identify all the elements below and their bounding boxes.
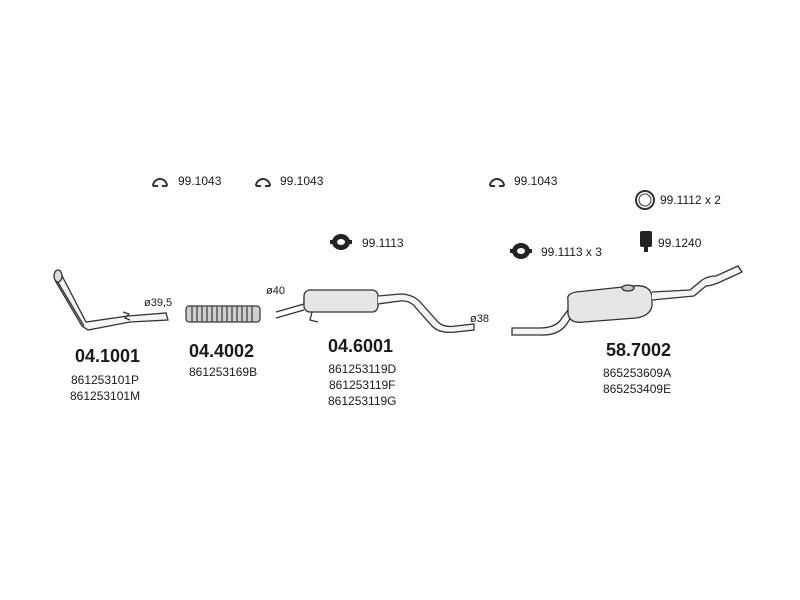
rear-silencer-drawing — [511, 265, 743, 336]
hardware-code-clamp-2: 99.1043 — [280, 174, 324, 188]
hardware-code-ring: 99.1112 x 2 — [660, 193, 721, 207]
oem-number: 861253119G — [328, 394, 397, 408]
oem-number: 861253119D — [328, 362, 397, 376]
hardware-code-mount-1: 99.1113 — [362, 236, 404, 250]
oem-list-front-pipe: 861253101P 861253101M — [70, 372, 140, 404]
clamp-icon — [489, 178, 505, 187]
hardware-code-mount-2: 99.1113 x 3 — [541, 245, 602, 259]
front-pipe-drawing — [53, 269, 169, 331]
oem-number: 861253169B — [189, 365, 258, 379]
ring-icon — [635, 190, 655, 210]
clamp-icon — [152, 178, 168, 187]
oem-number: 865253409E — [603, 382, 672, 396]
hardware-code-clamp-1: 99.1043 — [178, 174, 222, 188]
hardware-code-clamp-3: 99.1043 — [514, 174, 558, 188]
part-number-rear-silencer: 58.7002 — [606, 340, 672, 360]
part-number-middle-pipe: 04.6001 — [328, 336, 394, 356]
oem-list-rear-silencer: 865253609A 865253409E — [603, 365, 671, 397]
oem-number: 861253101M — [70, 389, 141, 403]
part-number-flex-pipe: 04.4002 — [189, 341, 255, 361]
part-number-front-pipe: 04.1001 — [75, 346, 141, 366]
hanger-icon — [640, 231, 652, 252]
oem-list-middle-pipe: 861253119D 861253119F 861253119G — [328, 361, 397, 409]
diameter-label-3: ø38 — [470, 313, 489, 325]
diameter-label-1: ø39,5 — [144, 297, 173, 309]
oem-number: 861253119F — [329, 378, 396, 392]
mount-icon — [330, 234, 352, 250]
clamp-icon — [255, 178, 271, 187]
mount-icon — [510, 243, 532, 259]
oem-list-flex-pipe: 861253169B — [189, 364, 257, 380]
flex-pipe-drawing — [185, 305, 261, 323]
diameter-label-2: ø40 — [266, 285, 285, 297]
hardware-code-hanger: 99.1240 — [658, 236, 702, 250]
oem-number: 861253101P — [70, 373, 140, 387]
oem-number: 865253609A — [603, 366, 672, 380]
middle-pipe-drawing — [275, 289, 475, 334]
